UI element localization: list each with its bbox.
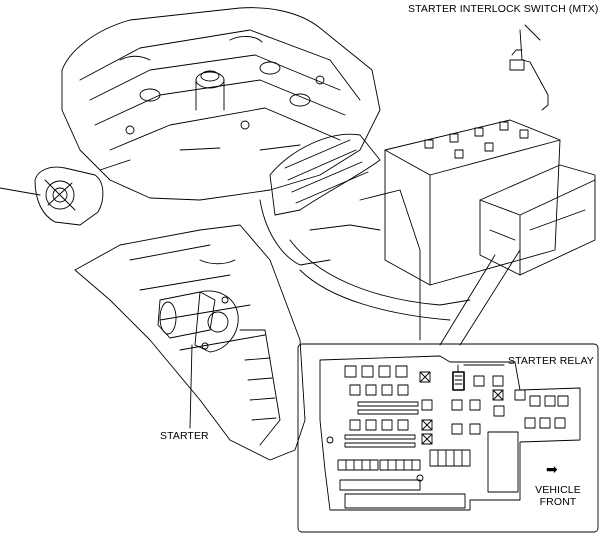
callout-line xyxy=(459,249,521,346)
relay-box-layout xyxy=(319,355,581,511)
front-word: FRONT xyxy=(539,496,577,508)
inset-frame xyxy=(297,343,599,533)
starter-motor xyxy=(157,290,239,353)
body-panel xyxy=(289,189,471,341)
interlock-switch-label: STARTER INTERLOCK SWITCH (MTX) xyxy=(408,3,599,15)
intake-duct xyxy=(259,133,381,266)
starter-label: STARTER xyxy=(160,430,209,442)
interlock-switch-pedal xyxy=(509,24,549,111)
vehicle-word: VEHICLE xyxy=(535,484,581,496)
battery xyxy=(384,119,561,286)
starter-relay-label: STARTER RELAY xyxy=(508,355,594,367)
relay-box xyxy=(479,164,596,276)
engine-head xyxy=(61,7,381,201)
callout-line xyxy=(439,254,496,346)
starter-leader-line xyxy=(189,344,193,429)
transmission xyxy=(74,224,306,461)
alternator xyxy=(0,166,104,226)
right-arrow-icon: ➡ xyxy=(546,462,558,478)
vehicle-front-label: VEHICLE FRONT xyxy=(530,484,586,508)
